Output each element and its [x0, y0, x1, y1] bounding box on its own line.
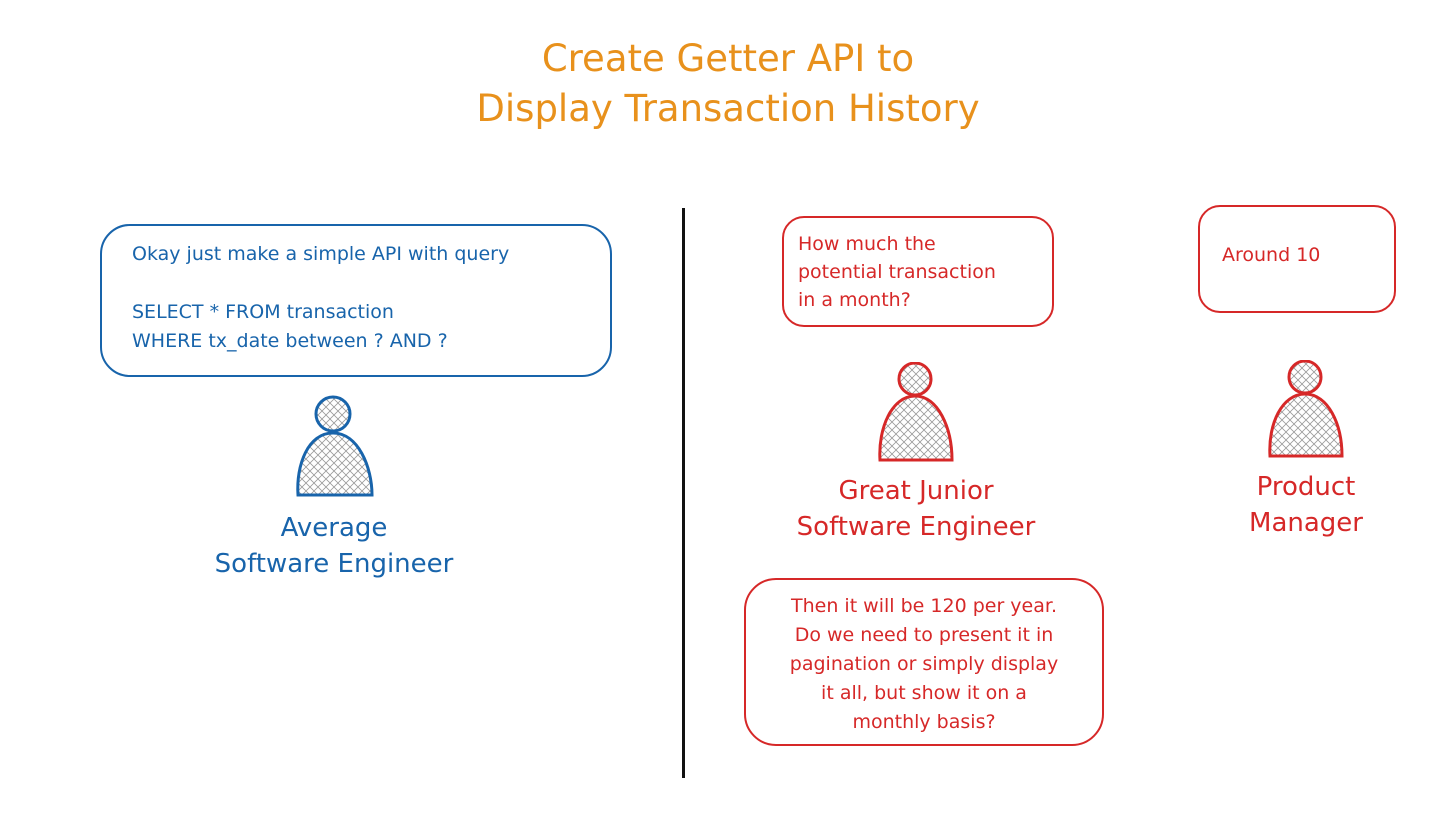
followup-line-3: pagination or simply display [789, 653, 1059, 675]
junior-label-line-1: Great Junior [838, 476, 994, 506]
average-engineer-label: Average Software Engineer [184, 510, 484, 582]
junior-question-bubble: How much the potential transaction in a … [782, 216, 1054, 327]
followup-line-2: Do we need to present it in [794, 624, 1054, 646]
vertical-divider [682, 208, 685, 778]
title-line-1: Create Getter API to [541, 37, 915, 80]
pm-answer-bubble: Around 10 [1198, 205, 1396, 313]
pm-label-line-2: Manager [1249, 508, 1363, 538]
followup-line-4: it all, but show it on a [821, 682, 1027, 704]
person-icon [1268, 360, 1344, 458]
junior-followup-bubble: Then it will be 120 per year. Do we need… [744, 578, 1104, 746]
average-engineer-bubble: Okay just make a simple API with query S… [100, 224, 612, 377]
junior-question-line-3: in a month? [798, 289, 911, 311]
title-line-2: Display Transaction History [476, 87, 980, 130]
average-label-line-2: Software Engineer [214, 549, 454, 579]
pm-label: Product Manager [1206, 469, 1406, 541]
followup-line-5: monthly basis? [852, 711, 996, 733]
diagram-title: Create Getter API to Display Transaction… [0, 34, 1456, 134]
average-bubble-line-2: SELECT * FROM transaction [132, 301, 394, 323]
junior-engineer-label: Great Junior Software Engineer [766, 473, 1066, 545]
average-bubble-line-1: Okay just make a simple API with query [132, 243, 510, 265]
junior-label-line-2: Software Engineer [796, 512, 1036, 542]
followup-line-1: Then it will be 120 per year. [791, 595, 1057, 617]
average-bubble-line-3: WHERE tx_date between ? AND ? [132, 330, 448, 352]
pm-label-line-1: Product [1256, 472, 1356, 502]
pm-answer-text: Around 10 [1222, 244, 1321, 266]
person-icon [878, 362, 954, 462]
junior-question-line-1: How much the [798, 233, 936, 255]
person-icon [296, 395, 374, 497]
junior-question-line-2: potential transaction [798, 261, 996, 283]
average-label-line-1: Average [280, 513, 388, 543]
